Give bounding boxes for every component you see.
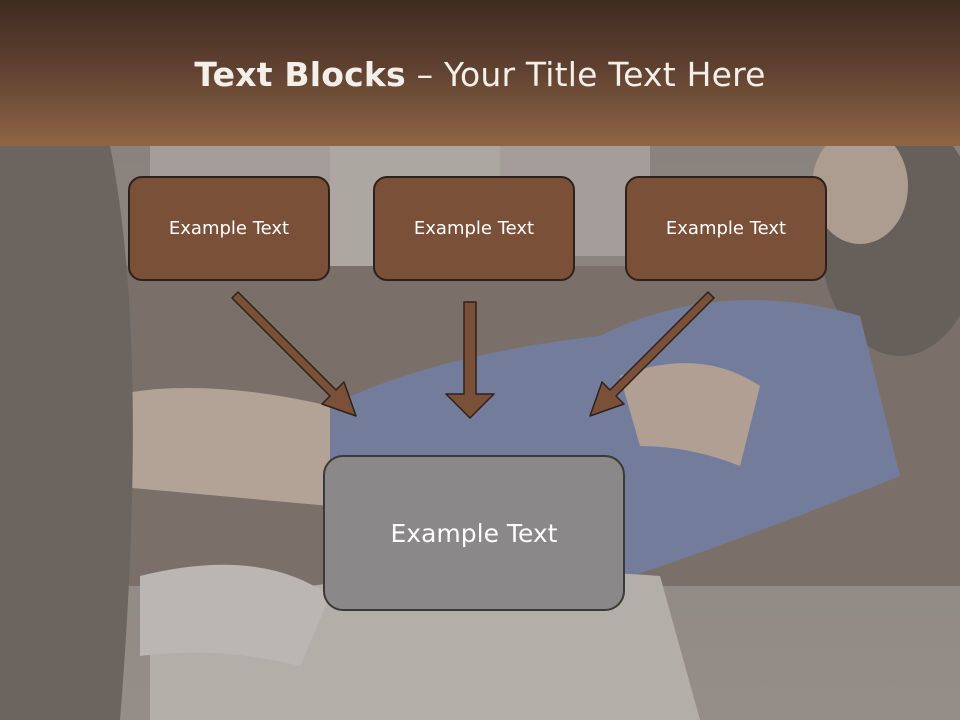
title-bold-part: Text Blocks — [194, 55, 406, 94]
arrow-down-icon — [445, 301, 495, 419]
arrow-diagonal-left-icon — [589, 291, 715, 417]
text-block-1-label: Example Text — [168, 218, 290, 239]
text-block-1[interactable]: Example Text — [128, 176, 330, 281]
result-text-block-label: Example Text — [390, 518, 558, 548]
text-block-2[interactable]: Example Text — [373, 176, 575, 281]
text-block-3[interactable]: Example Text — [625, 176, 827, 281]
arrow-diagonal-right-icon — [231, 291, 357, 417]
text-block-3-label: Example Text — [665, 218, 787, 239]
title-rest-part: – Your Title Text Here — [405, 55, 766, 94]
title-bar: Text Blocks – Your Title Text Here — [0, 0, 960, 146]
text-block-2-label: Example Text — [413, 218, 535, 239]
slide-title[interactable]: Text Blocks – Your Title Text Here — [0, 52, 960, 98]
result-text-block[interactable]: Example Text — [323, 455, 625, 611]
